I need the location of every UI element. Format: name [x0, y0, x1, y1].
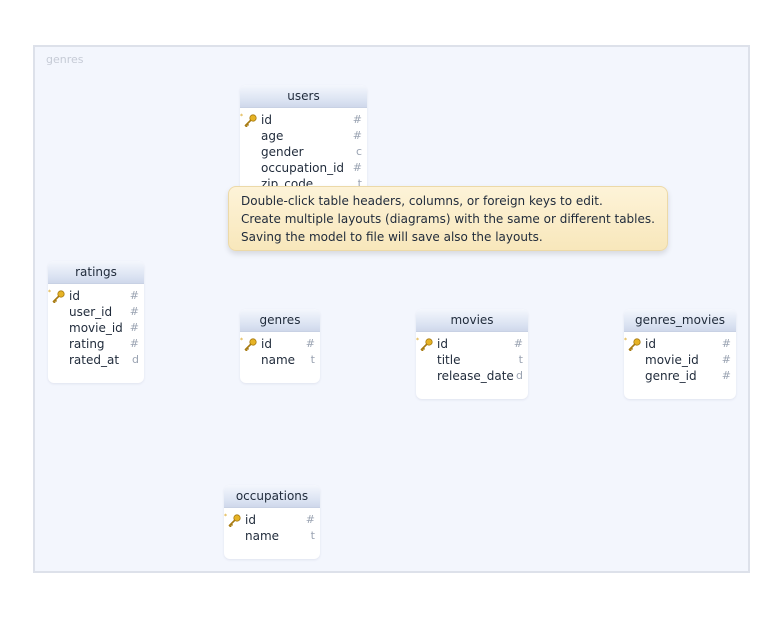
column-name: movie_id — [645, 353, 699, 367]
svg-text:*: * — [224, 513, 227, 520]
svg-text:*: * — [416, 337, 419, 344]
column-type: # — [721, 353, 731, 366]
column-name: id — [261, 337, 272, 351]
column-type: t — [518, 353, 523, 366]
column-name: id — [69, 289, 80, 303]
primary-key-icon: * — [48, 289, 65, 303]
tooltip-line: Saving the model to file will save also … — [241, 230, 543, 244]
column-row[interactable]: occupation_id # — [240, 160, 367, 176]
column-name: user_id — [69, 305, 113, 319]
layout-name-label: genres — [46, 53, 84, 66]
column-row[interactable]: rated_at d — [48, 352, 144, 368]
table-genres[interactable]: genres * id # name t — [240, 309, 320, 383]
svg-text:*: * — [240, 337, 243, 344]
table-header-genres[interactable]: genres — [240, 309, 320, 332]
column-name: age — [261, 129, 284, 143]
column-type: # — [305, 337, 315, 350]
column-name: release_date — [437, 369, 514, 383]
column-row[interactable]: gender c — [240, 144, 367, 160]
column-type: # — [352, 113, 362, 126]
column-type: # — [305, 513, 315, 526]
primary-key-icon: * — [224, 513, 241, 527]
table-users[interactable]: users * id # age # gender c occupation_i… — [240, 85, 367, 203]
column-type: # — [129, 305, 139, 318]
column-name: rating — [69, 337, 105, 351]
column-type: # — [129, 337, 139, 350]
column-name: movie_id — [69, 321, 123, 335]
column-type: # — [721, 337, 731, 350]
primary-key-icon: * — [240, 113, 257, 127]
column-list-movies: * id # title t release_date d — [416, 332, 528, 384]
column-type: c — [355, 145, 362, 158]
column-row[interactable]: age # — [240, 128, 367, 144]
primary-key-icon: * — [416, 337, 433, 351]
column-list-users: * id # age # gender c occupation_id # zi… — [240, 108, 367, 192]
column-type: # — [129, 321, 139, 334]
column-type: t — [310, 529, 315, 542]
tooltip-line: Create multiple layouts (diagrams) with … — [241, 212, 655, 226]
column-row[interactable]: name t — [240, 352, 320, 368]
column-name: genre_id — [645, 369, 697, 383]
column-name: id — [437, 337, 448, 351]
column-type: # — [721, 369, 731, 382]
column-name: name — [261, 353, 296, 367]
column-type: # — [129, 289, 139, 302]
svg-text:*: * — [240, 113, 243, 120]
column-row[interactable]: movie_id # — [48, 320, 144, 336]
table-genres-movies[interactable]: genres_movies * id # movie_id # genre_id… — [624, 309, 736, 399]
svg-text:*: * — [624, 337, 627, 344]
column-row[interactable]: * id # — [240, 336, 320, 352]
table-movies[interactable]: movies * id # title t release_date d — [416, 309, 528, 399]
column-type: t — [310, 353, 315, 366]
column-type: d — [132, 353, 139, 366]
column-type: d — [516, 369, 523, 382]
primary-key-icon: * — [624, 337, 641, 351]
table-header-genres-movies[interactable]: genres_movies — [624, 309, 736, 332]
column-name: gender — [261, 145, 304, 159]
column-list-ratings: * id # user_id # movie_id # rating # rat… — [48, 284, 144, 368]
column-name: name — [245, 529, 280, 543]
column-list-occupations: * id # name t — [224, 508, 320, 544]
tooltip-line: Double-click table headers, columns, or … — [241, 194, 603, 208]
column-name: id — [645, 337, 656, 351]
column-row[interactable]: * id # — [48, 288, 144, 304]
column-type: # — [352, 161, 362, 174]
table-header-movies[interactable]: movies — [416, 309, 528, 332]
column-name: id — [245, 513, 256, 527]
column-type: t — [357, 177, 362, 190]
svg-text:*: * — [48, 289, 51, 296]
column-name: occupation_id — [261, 161, 345, 175]
column-name: rated_at — [69, 353, 120, 367]
column-type: # — [513, 337, 523, 350]
table-occupations[interactable]: occupations * id # name t — [224, 485, 320, 559]
column-row[interactable]: * id # — [240, 112, 367, 128]
column-row[interactable]: release_date d — [416, 368, 528, 384]
column-list-genres-movies: * id # movie_id # genre_id # — [624, 332, 736, 384]
column-row[interactable]: genre_id # — [624, 368, 736, 384]
column-row[interactable]: * id # — [224, 512, 320, 528]
column-type: # — [352, 129, 362, 142]
column-row[interactable]: name t — [224, 528, 320, 544]
column-row[interactable]: user_id # — [48, 304, 144, 320]
column-list-genres: * id # name t — [240, 332, 320, 368]
column-row[interactable]: * id # — [624, 336, 736, 352]
column-name: id — [261, 113, 272, 127]
column-name: title — [437, 353, 461, 367]
primary-key-icon: * — [240, 337, 257, 351]
column-row[interactable]: title t — [416, 352, 528, 368]
column-row[interactable]: rating # — [48, 336, 144, 352]
column-row[interactable]: * id # — [416, 336, 528, 352]
table-header-ratings[interactable]: ratings — [48, 261, 144, 284]
column-row[interactable]: movie_id # — [624, 352, 736, 368]
table-header-users[interactable]: users — [240, 85, 367, 108]
table-header-occupations[interactable]: occupations — [224, 485, 320, 508]
help-tooltip: Double-click table headers, columns, or … — [228, 186, 668, 251]
table-ratings[interactable]: ratings * id # user_id # movie_id # rati… — [48, 261, 144, 383]
